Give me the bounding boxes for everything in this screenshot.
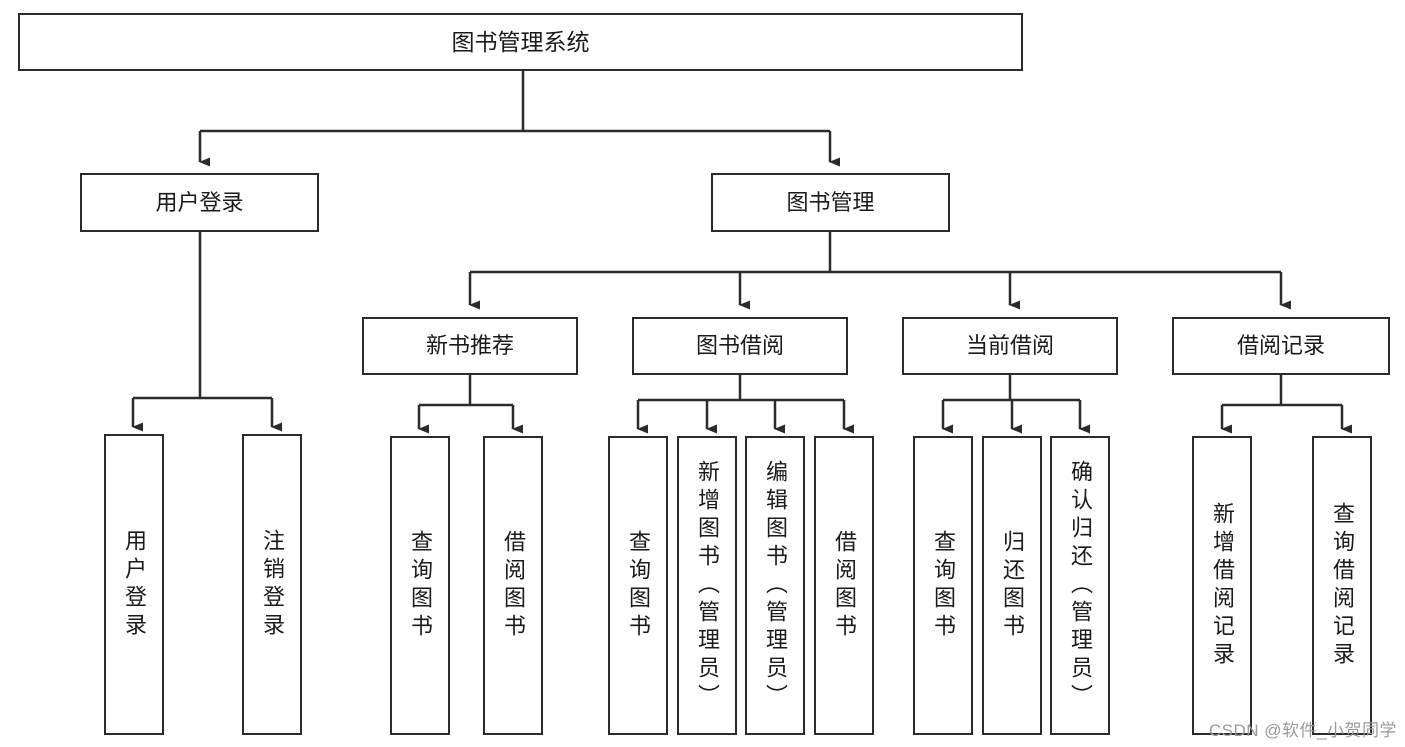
node-root-library-system[interactable]: 图书管理系统: [18, 13, 1023, 71]
node-label: 查询借阅记录: [1330, 501, 1355, 670]
node-leaf-new-book-query[interactable]: 查询图书: [390, 436, 450, 735]
node-leaf-borrow-record-add[interactable]: 新增借阅记录: [1192, 436, 1252, 735]
node-leaf-borrow-record-query[interactable]: 查询借阅记录: [1312, 436, 1372, 735]
node-new-book-recommend[interactable]: 新书推荐: [362, 317, 578, 375]
node-user-login[interactable]: 用户登录: [80, 173, 319, 232]
node-leaf-current-borrow-confirm-return[interactable]: 确认归还（管理员）: [1050, 436, 1110, 735]
node-label: 编辑图书（管理员）: [763, 459, 788, 712]
node-label: 注销登录: [260, 528, 285, 641]
node-borrow-record[interactable]: 借阅记录: [1172, 317, 1390, 375]
node-current-borrow[interactable]: 当前借阅: [902, 317, 1118, 375]
node-leaf-book-borrow-edit[interactable]: 编辑图书（管理员）: [745, 436, 805, 735]
node-leaf-book-borrow-borrow[interactable]: 借阅图书: [814, 436, 874, 735]
node-label: 借阅记录: [1236, 333, 1325, 359]
node-label: 用户登录: [122, 528, 147, 641]
node-label: 图书管理系统: [451, 28, 590, 55]
node-label: 借阅图书: [501, 529, 526, 642]
node-leaf-user-login-logout[interactable]: 注销登录: [242, 434, 302, 735]
node-label: 用户登录: [155, 189, 244, 215]
node-book-borrow[interactable]: 图书借阅: [632, 317, 848, 375]
node-leaf-current-borrow-return[interactable]: 归还图书: [982, 436, 1042, 735]
node-book-management[interactable]: 图书管理: [711, 173, 950, 232]
node-leaf-new-book-borrow[interactable]: 借阅图书: [483, 436, 543, 735]
node-label: 新增图书（管理员）: [695, 459, 720, 712]
node-label: 确认归还（管理员）: [1068, 459, 1093, 712]
node-label: 图书借阅: [695, 333, 784, 359]
csdn-watermark: CSDN @软件_小贺同学: [1208, 721, 1397, 740]
node-leaf-book-borrow-query[interactable]: 查询图书: [608, 436, 668, 735]
node-label: 查询图书: [408, 529, 433, 642]
node-leaf-book-borrow-add[interactable]: 新增图书（管理员）: [677, 436, 737, 735]
node-leaf-user-login-login[interactable]: 用户登录: [104, 434, 164, 735]
node-label: 新增借阅记录: [1210, 501, 1235, 670]
node-label: 查询图书: [626, 529, 651, 642]
node-label: 借阅图书: [832, 529, 857, 642]
node-label: 归还图书: [1000, 529, 1025, 642]
node-label: 查询图书: [931, 529, 956, 642]
node-label: 图书管理: [786, 189, 875, 215]
node-label: 当前借阅: [965, 333, 1054, 359]
node-label: 新书推荐: [425, 333, 514, 359]
node-leaf-current-borrow-query[interactable]: 查询图书: [913, 436, 973, 735]
